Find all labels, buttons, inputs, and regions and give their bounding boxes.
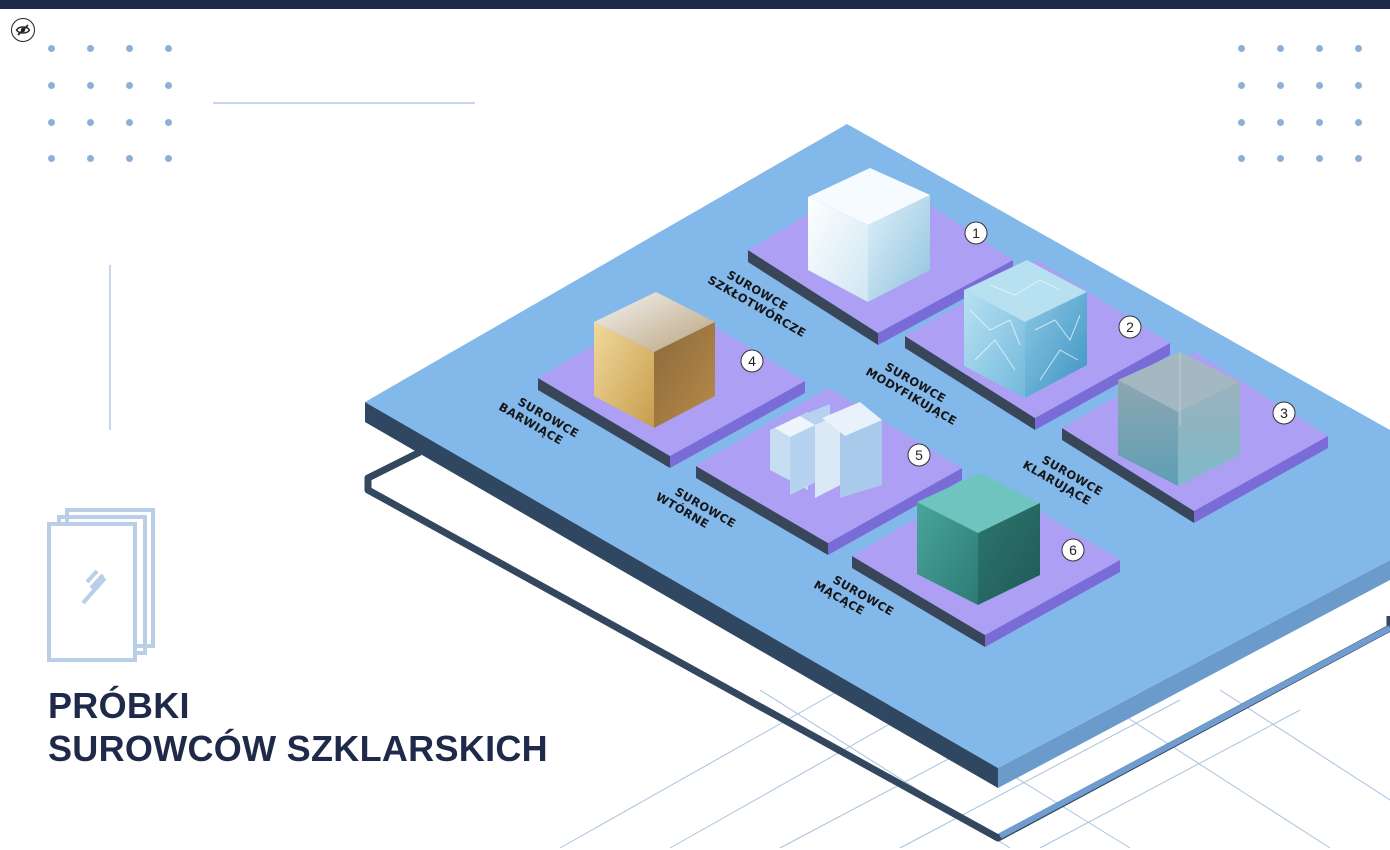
sample-2-ice-cube — [964, 260, 1087, 398]
sample-4-gold-cube — [594, 292, 715, 428]
decorative-vertical-line — [109, 265, 111, 430]
sample-5-number-badge[interactable]: 5 — [907, 443, 931, 467]
sample-4-number: 4 — [748, 353, 756, 369]
sample-2-number: 2 — [1126, 319, 1134, 335]
eye-off-icon — [15, 24, 31, 36]
glass-panes-icon — [47, 508, 155, 662]
sample-3-number-badge[interactable]: 3 — [1272, 401, 1296, 425]
sample-3-glass-cube — [1118, 352, 1240, 486]
sample-5-recycled-shards — [770, 402, 882, 498]
page-title: PRÓBKI SUROWCÓW SZKLARSKICH — [48, 684, 548, 770]
sample-1-number-badge[interactable]: 1 — [964, 221, 988, 245]
sample-3-number: 3 — [1280, 405, 1288, 421]
sample-6-teal-cube — [917, 473, 1040, 605]
decorative-horizontal-line — [213, 102, 475, 104]
visibility-toggle-button[interactable] — [11, 18, 35, 42]
sample-6-number: 6 — [1069, 542, 1077, 558]
sample-1-number: 1 — [972, 225, 980, 241]
sample-6-number-badge[interactable]: 6 — [1061, 538, 1085, 562]
title-line-2: SUROWCÓW SZKLARSKICH — [48, 728, 548, 769]
top-bar — [0, 0, 1390, 9]
sample-1-frosted-cube — [808, 168, 930, 302]
sample-5-number: 5 — [915, 447, 923, 463]
sample-4-number-badge[interactable]: 4 — [740, 349, 764, 373]
lower-layer-outline — [364, 448, 1390, 842]
title-line-1: PRÓBKI — [48, 685, 190, 726]
sample-2-number-badge[interactable]: 2 — [1118, 315, 1142, 339]
